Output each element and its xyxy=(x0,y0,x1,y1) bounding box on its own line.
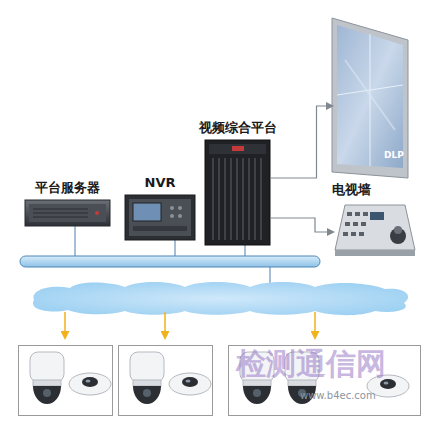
device-label: 平台服务器 xyxy=(33,180,102,196)
video-platform: 视频综合平台 xyxy=(205,140,270,245)
device-label: 视频综合平台 xyxy=(197,120,279,136)
nvr-device: NVR xyxy=(125,195,195,240)
tv-wall: 电视墙DLP xyxy=(332,18,408,178)
device-label: NVR xyxy=(143,175,178,191)
device-label: 电视墙 xyxy=(330,182,373,198)
watermark-url: www.b4ec.com xyxy=(300,390,376,401)
server-device: 平台服务器 xyxy=(25,200,110,226)
brand-text: DLP xyxy=(384,150,404,161)
watermark: 检测通信网 xyxy=(236,344,386,385)
signal-arrow xyxy=(270,106,332,178)
